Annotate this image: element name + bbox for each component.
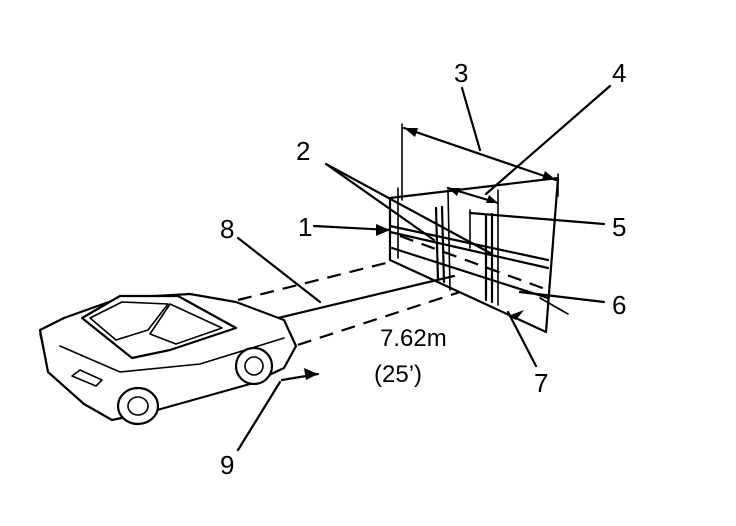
- headlamp-horizontal-line-upper: [388, 224, 550, 262]
- dimension-4-arrow-right: [486, 195, 498, 203]
- leader-2b: [324, 162, 494, 256]
- direction-arrow: [280, 368, 320, 382]
- callout-5: 5: [612, 212, 626, 242]
- car-front-edge: [39, 333, 47, 361]
- rear-wheel-hub: [244, 356, 264, 376]
- leader-3: [460, 86, 482, 152]
- dimension-3-arrow-right: [542, 171, 556, 180]
- leader-9: [236, 380, 282, 452]
- floor-line-extension: [539, 297, 569, 315]
- rear-wheel: [234, 346, 274, 386]
- dimension-4-arrow-left: [448, 188, 460, 196]
- distance-imperial: (25’): [374, 361, 422, 388]
- beam-lower-dashed: [275, 290, 461, 354]
- leader-8: [236, 236, 322, 304]
- left-headlamp-vertical-a: [434, 206, 440, 282]
- leader-2a: [324, 162, 436, 242]
- car-windshield: [89, 301, 169, 341]
- direction-arrow-head: [304, 368, 318, 380]
- front-wheel: [116, 386, 160, 426]
- car-cabin: [80, 294, 238, 360]
- callout-9: 9: [220, 450, 234, 480]
- callout-4: 4: [612, 58, 626, 88]
- distance-label: 7.62m (25’): [374, 325, 447, 388]
- floor-horizontal-line: [390, 246, 550, 300]
- callout-8: 8: [220, 214, 234, 244]
- callout-labels: 1 2 3 4 5 6 7 8 9: [220, 58, 626, 480]
- leader-7: [506, 310, 538, 368]
- car-front-lamp: [71, 369, 103, 387]
- leader-1-arrow: [376, 224, 390, 236]
- callout-7: 7: [534, 368, 548, 398]
- leader-7-arrow: [508, 310, 524, 320]
- car-rear-window: [149, 303, 223, 345]
- distance-metric: 7.62m: [380, 325, 447, 352]
- callout-2: 2: [296, 136, 310, 166]
- callout-3: 3: [454, 58, 468, 88]
- dimension-4: [446, 186, 500, 205]
- left-headlamp-vertical-c: [447, 189, 451, 291]
- leader-6: [518, 290, 606, 304]
- leader-5: [468, 211, 606, 226]
- dimension-3-arrow-left: [404, 128, 418, 137]
- car-side-line: [59, 337, 285, 373]
- headlamp-horizontal-line-lower: [388, 230, 550, 270]
- aiming-screen: [388, 176, 569, 334]
- front-wheel-hub: [127, 396, 149, 416]
- dimension-3: [401, 123, 559, 201]
- callout-6: 6: [612, 290, 626, 320]
- screen-dashed-center-line: [399, 234, 549, 292]
- beam-upper-dashed: [237, 260, 391, 302]
- dimension-3-line: [402, 126, 558, 182]
- leader-4: [484, 84, 612, 196]
- vehicle: [38, 292, 298, 426]
- leader-lines: [236, 84, 612, 452]
- callout-1: 1: [298, 212, 312, 242]
